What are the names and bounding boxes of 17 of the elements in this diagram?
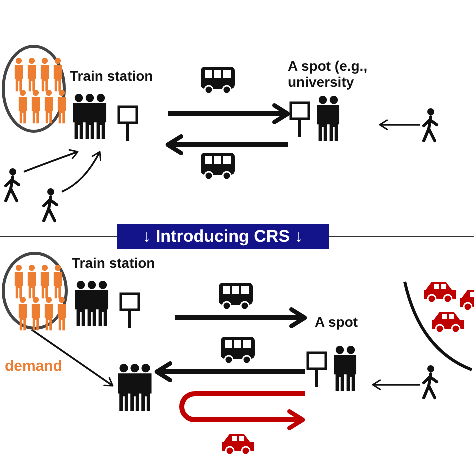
place-label: A spot (e.g., university (288, 58, 369, 90)
arrow (379, 120, 420, 130)
arrow (62, 151, 102, 193)
place-label: A spot (315, 314, 358, 330)
demand-label: demand (5, 359, 63, 375)
banner: ↓ Introducing CRS ↓ (117, 224, 329, 249)
arrow (31, 329, 114, 387)
crowd-ellipse (2, 45, 66, 133)
arrow (175, 308, 308, 328)
place-label: Train station (72, 255, 156, 271)
arrow (166, 134, 288, 156)
arrow (180, 392, 306, 430)
arrow (168, 104, 290, 124)
arrow (372, 380, 420, 390)
arrow (154, 362, 305, 382)
arrow (24, 149, 79, 173)
place-label: Train station (70, 68, 154, 84)
